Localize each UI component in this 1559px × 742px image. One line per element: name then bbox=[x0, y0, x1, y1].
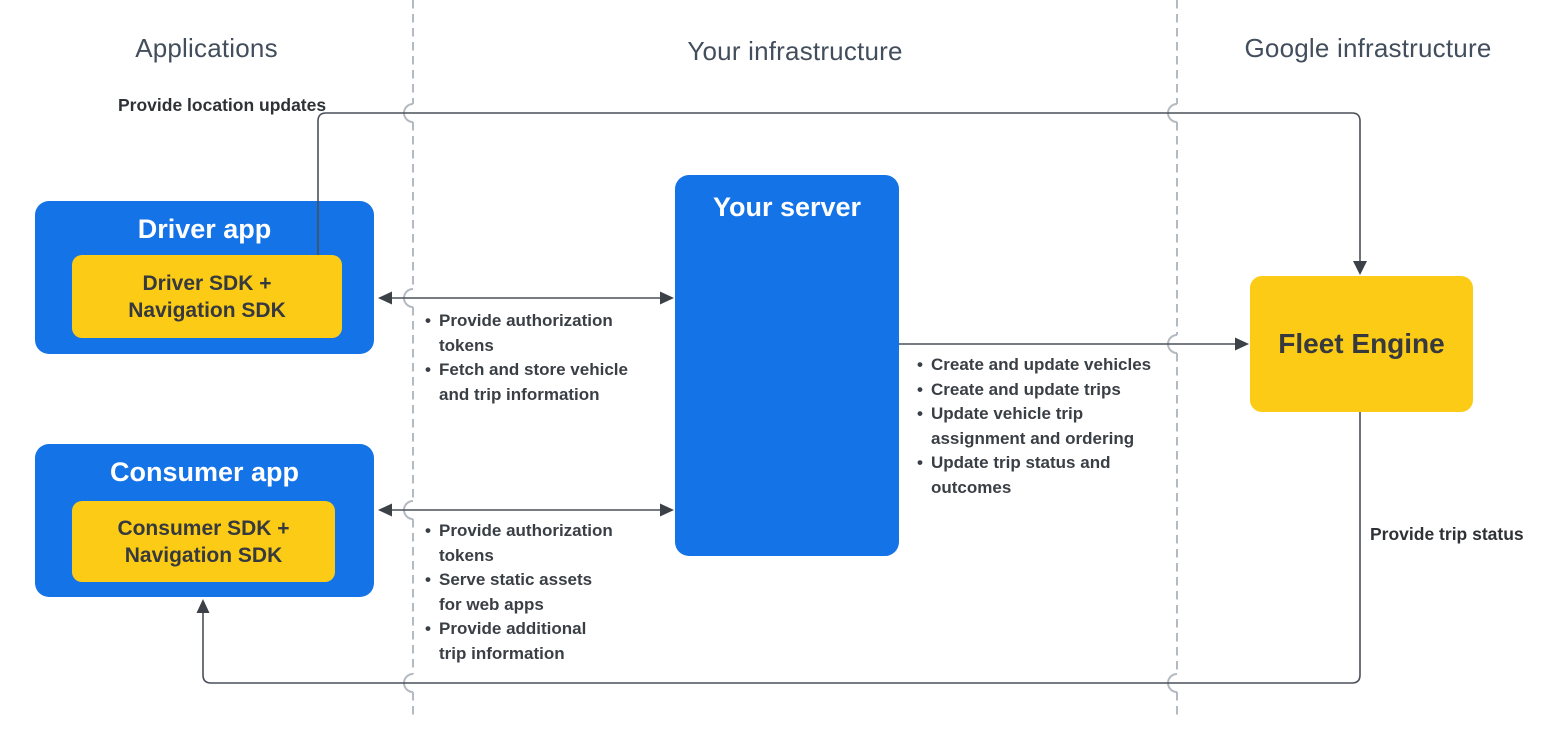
fleet-engine-node: Fleet Engine bbox=[1250, 276, 1473, 412]
your-server-title: Your server bbox=[712, 192, 862, 222]
arrow-consumer-server bbox=[378, 503, 674, 517]
consumer-app-node: Consumer app Consumer SDK + Navigation S… bbox=[35, 444, 374, 597]
bullet-item: Provide authorization tokens bbox=[424, 519, 664, 568]
line-jump-arc bbox=[1167, 673, 1178, 693]
consumer-server-edge-list: Provide authorization tokensServe static… bbox=[424, 519, 664, 666]
driver-app-title: Driver app bbox=[137, 214, 272, 244]
arrowhead-right-icon bbox=[660, 503, 674, 517]
line-jump-arc bbox=[403, 673, 414, 693]
arrow-server-fleet bbox=[899, 337, 1249, 351]
arrowhead-up-icon bbox=[196, 599, 210, 613]
driver-sdk-node: Driver SDK + Navigation SDK bbox=[72, 255, 342, 338]
line-jump-arc bbox=[403, 103, 414, 123]
column-header-your-infrastructure: Your infrastructure bbox=[687, 36, 903, 66]
arrowhead-left-icon bbox=[378, 503, 392, 517]
arrowhead-right-icon bbox=[660, 291, 674, 305]
bullet-item: Create and update vehicles bbox=[916, 353, 1186, 378]
arrowhead-right-icon bbox=[1235, 337, 1249, 351]
driver-app-node: Driver app Driver SDK + Navigation SDK bbox=[35, 201, 374, 354]
bullet-item: Update trip status and outcomes bbox=[916, 451, 1186, 500]
consumer-sdk-node: Consumer SDK + Navigation SDK bbox=[72, 501, 335, 582]
line-jump-arc bbox=[1167, 334, 1178, 354]
bullet-item: Fetch and store vehicle and trip informa… bbox=[424, 358, 664, 407]
consumer-app-title: Consumer app bbox=[109, 457, 300, 487]
line-jump-arc bbox=[403, 288, 414, 308]
line-jump-arc bbox=[403, 500, 414, 520]
your-server-node: Your server bbox=[675, 175, 899, 556]
bullet-item: Update vehicle trip assignment and order… bbox=[916, 402, 1186, 451]
bullet-item: Create and update trips bbox=[916, 378, 1186, 403]
line-jump-arc bbox=[1167, 103, 1178, 123]
arrowhead-left-icon bbox=[378, 291, 392, 305]
bullet-item: Provide authorization tokens bbox=[424, 309, 664, 358]
label-provide-trip-status: Provide trip status bbox=[1370, 524, 1524, 544]
column-header-google-infrastructure: Google infrastructure bbox=[1244, 33, 1492, 63]
label-provide-location-updates: Provide location updates bbox=[118, 95, 327, 115]
arrowhead-down-icon bbox=[1353, 261, 1367, 275]
bullet-item: Provide additional trip information bbox=[424, 617, 664, 666]
arrow-driver-server bbox=[378, 291, 674, 305]
server-fleet-edge-list: Create and update vehiclesCreate and upd… bbox=[916, 353, 1186, 500]
column-header-applications: Applications bbox=[135, 33, 278, 63]
bullet-item: Serve static assets for web apps bbox=[424, 568, 664, 617]
divider-applications-line bbox=[403, 0, 414, 716]
driver-server-edge-list: Provide authorization tokensFetch and st… bbox=[424, 309, 664, 407]
